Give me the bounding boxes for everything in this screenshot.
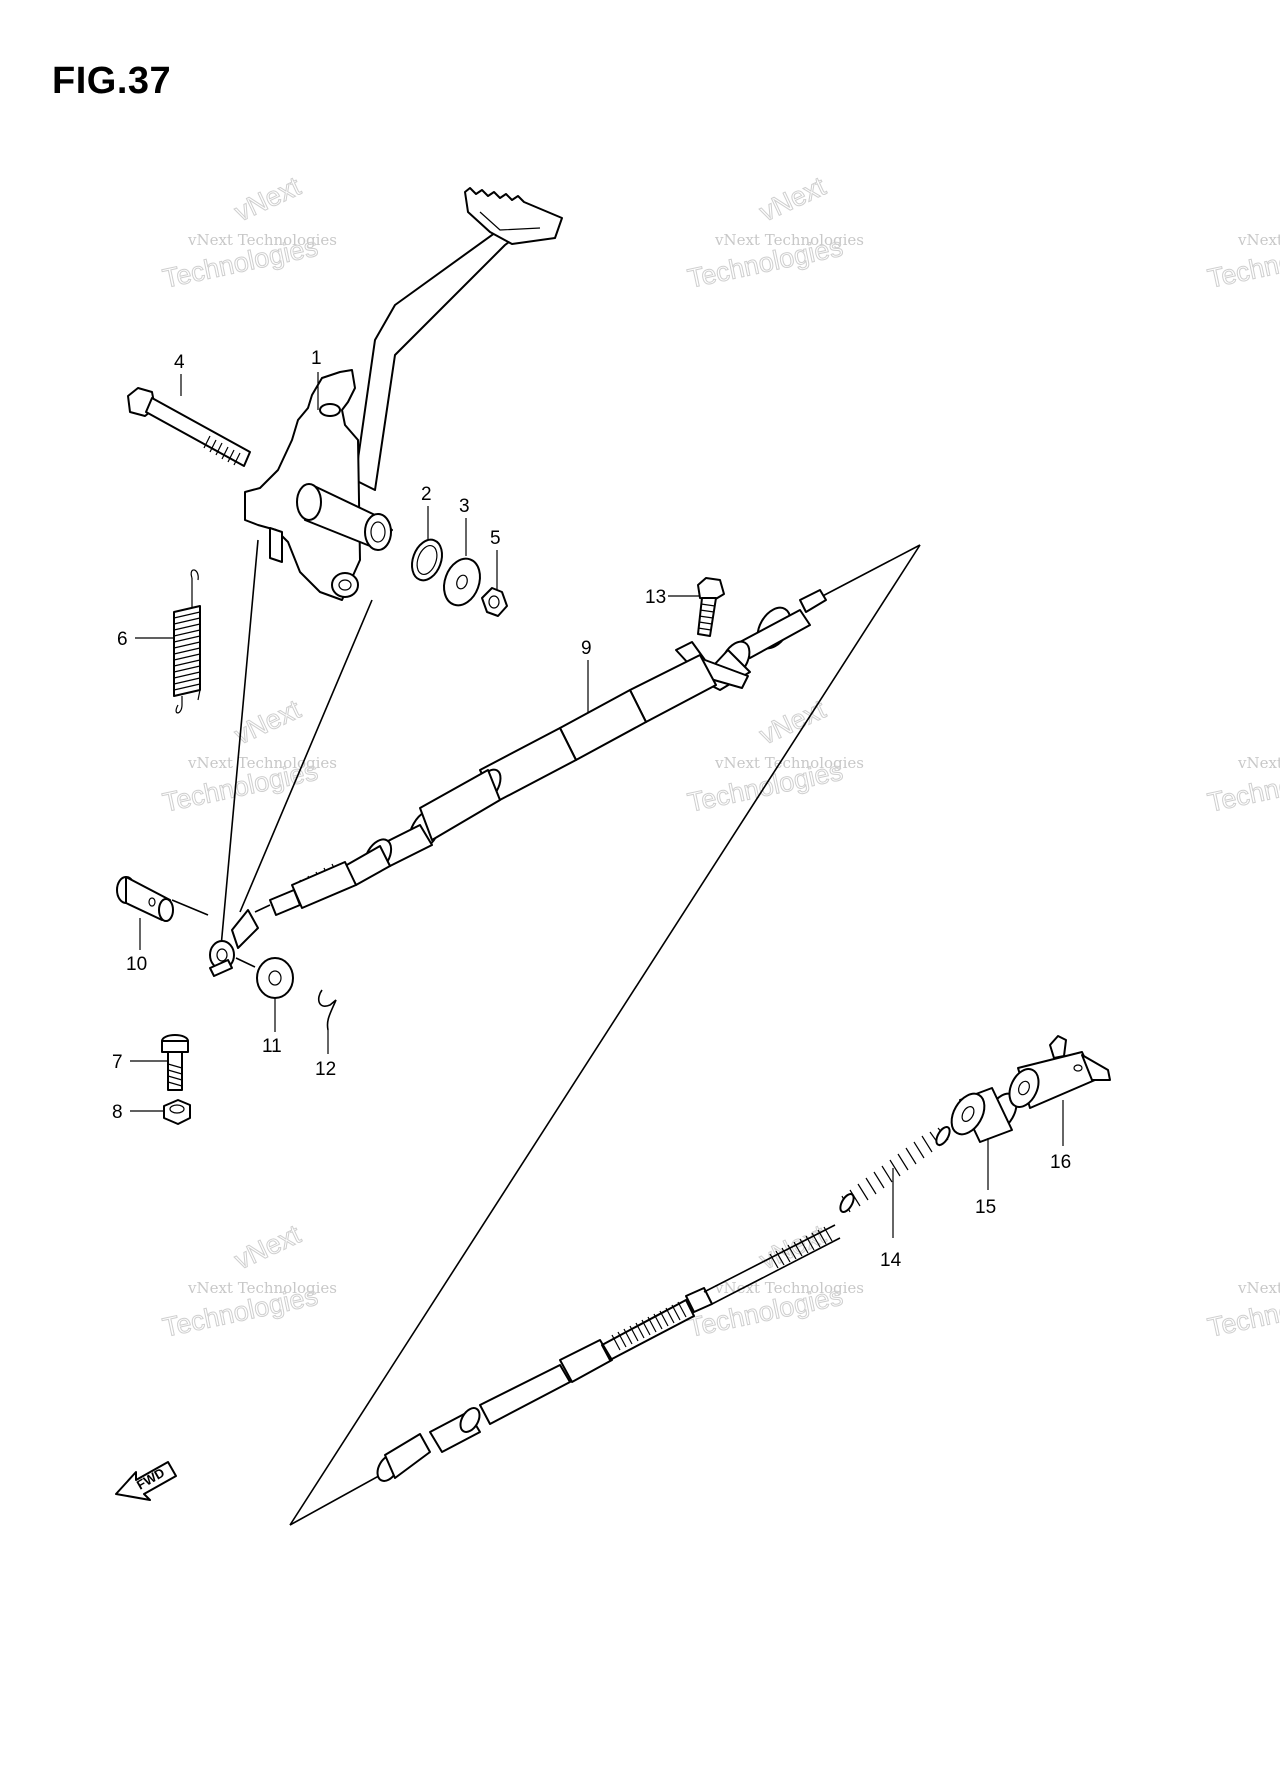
- watermark-9: vNext Technologies Technologies: [1205, 1279, 1280, 1343]
- watermark-6: vNext Technologies Technologies: [1205, 754, 1280, 818]
- svg-text:14: 14: [880, 1250, 902, 1271]
- fwd-arrow-icon: FWD: [115, 1461, 177, 1501]
- pedal-bolt: [127, 387, 251, 467]
- callout-13: 13: [645, 587, 700, 608]
- svg-text:vNext Technologies: vNext Technologies: [714, 231, 864, 249]
- svg-text:vNext: vNext: [230, 1219, 306, 1276]
- watermark-4: vNext Technologies vNext Technologies: [160, 693, 338, 818]
- callout-1: 1: [311, 348, 322, 410]
- cable-bracket-bolt: [697, 577, 725, 637]
- callout-9: 9: [581, 638, 592, 712]
- brake-cable-lower: [376, 1224, 841, 1482]
- small-nut: [163, 1099, 191, 1125]
- watermark-7: vNext Technologies vNext Technologies: [160, 1218, 338, 1343]
- svg-text:vNext Technologies: vNext Technologies: [187, 231, 337, 249]
- brake-cable-upper: [209, 589, 827, 977]
- svg-text:vNext Technologies: vNext Technologies: [187, 1279, 337, 1297]
- svg-text:3: 3: [459, 496, 470, 517]
- watermark-1: vNext Technologies vNext Technologies: [160, 170, 338, 294]
- assembly-outline: [171, 539, 921, 1526]
- watermark-group: vNext Technologies vNext Technologies vN…: [160, 170, 1280, 1343]
- callout-8: 8: [112, 1102, 164, 1123]
- svg-text:vNext Technologies: vNext Technologies: [1237, 754, 1280, 772]
- svg-text:12: 12: [315, 1059, 336, 1080]
- return-spring: [173, 569, 201, 714]
- callout-4: 4: [174, 352, 185, 396]
- svg-text:11: 11: [262, 1036, 282, 1057]
- callout-6: 6: [117, 629, 174, 650]
- callouts: 1 2 3 4 5 6 7 8 9 10 11 12 13 14 15 16: [112, 348, 1071, 1271]
- cable-spring: [839, 1125, 951, 1214]
- callout-12: 12: [315, 1030, 336, 1080]
- cable-collar: [950, 1087, 1018, 1143]
- cotter-pin: [317, 989, 337, 1031]
- figure-title: FIG.37: [52, 60, 172, 102]
- washer: [443, 557, 481, 607]
- svg-text:vNext Technologies: vNext Technologies: [187, 754, 337, 772]
- callout-10: 10: [126, 918, 147, 975]
- svg-text:1: 1: [311, 348, 322, 369]
- callout-7: 7: [112, 1052, 168, 1073]
- svg-text:vNext: vNext: [230, 171, 306, 228]
- pin-washer: [256, 957, 294, 999]
- svg-text:vNext: vNext: [755, 171, 831, 228]
- callout-11: 11: [262, 998, 282, 1057]
- callout-5: 5: [490, 528, 501, 590]
- cable-joint: [1008, 1035, 1111, 1109]
- svg-text:2: 2: [421, 484, 432, 505]
- watermark-3: vNext Technologies Technologies: [1205, 231, 1280, 294]
- svg-text:7: 7: [112, 1052, 123, 1073]
- callout-3: 3: [459, 496, 470, 556]
- svg-text:vNext Technologies: vNext Technologies: [1237, 1279, 1280, 1297]
- svg-text:13: 13: [645, 587, 666, 608]
- svg-text:6: 6: [117, 629, 128, 650]
- callout-16: 16: [1050, 1100, 1071, 1173]
- svg-text:5: 5: [490, 528, 501, 549]
- svg-text:9: 9: [581, 638, 592, 659]
- callout-15: 15: [975, 1138, 996, 1218]
- nut: [481, 587, 508, 617]
- brake-pedal: [244, 187, 563, 601]
- callout-2: 2: [421, 484, 432, 540]
- small-bolt: [161, 1034, 189, 1091]
- watermark-5: vNext Technologies vNext Technologies: [685, 693, 865, 818]
- watermark-2: vNext Technologies vNext Technologies: [685, 170, 865, 294]
- svg-text:16: 16: [1050, 1152, 1071, 1173]
- callout-14: 14: [880, 1168, 902, 1271]
- svg-text:8: 8: [112, 1102, 123, 1123]
- svg-text:4: 4: [174, 352, 185, 373]
- svg-text:vNext Technologies: vNext Technologies: [714, 754, 864, 772]
- watermark-8: vNext Technologies vNext Technologies: [685, 1218, 865, 1343]
- clevis-pin: [116, 876, 174, 922]
- o-ring: [411, 538, 443, 582]
- svg-text:vNext Technologies: vNext Technologies: [1237, 231, 1280, 249]
- svg-text:15: 15: [975, 1197, 996, 1218]
- svg-text:10: 10: [126, 954, 147, 975]
